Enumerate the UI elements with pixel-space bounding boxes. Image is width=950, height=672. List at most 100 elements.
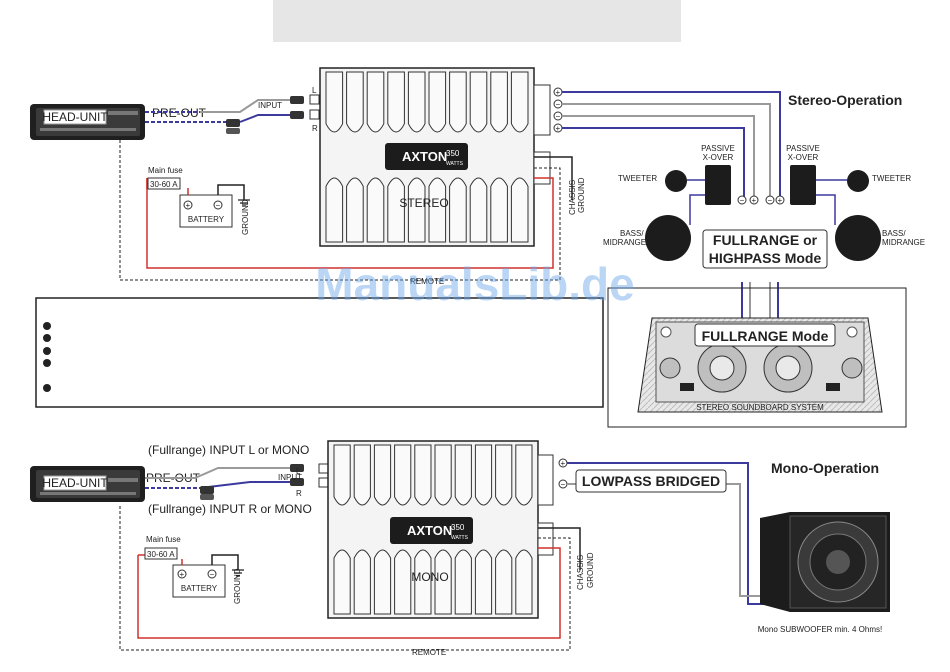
- heatsink-fin: [353, 444, 371, 506]
- stereo-fuse-rating: 30-60 A: [150, 180, 178, 189]
- woofer-right: [835, 215, 881, 261]
- heatsink-fin: [407, 71, 426, 133]
- mono-ground-label: GROUND: [233, 568, 242, 604]
- watermark: ManualsLib.de: [315, 258, 634, 310]
- passive-xover-left: − +: [705, 165, 759, 205]
- stereo-mode-line2: HIGHPASS Mode: [709, 250, 822, 266]
- heatsink-fin: [366, 177, 385, 243]
- passive-xover-left-l1: PASSIVE: [701, 144, 735, 153]
- mono-power-wiring: [119, 505, 581, 651]
- soundboard-frame: [607, 287, 907, 428]
- tweeter-right-label: TWEETER: [872, 174, 911, 183]
- heatsink-fin: [454, 549, 472, 615]
- woofer-right-label-l1: BASS/: [882, 229, 906, 238]
- heatsink-fin: [495, 444, 513, 506]
- svg-text:+: +: [556, 124, 561, 133]
- mono-brand-logo: AXTON: [407, 523, 452, 538]
- svg-text:−: −: [216, 201, 221, 210]
- mono-remote-label: REMOTE: [412, 648, 446, 657]
- mono-main-fuse: Main fuse: [146, 535, 181, 544]
- mono-battery: + −: [172, 554, 244, 598]
- soundboard-mode-label: FULLRANGE Mode: [702, 328, 829, 344]
- svg-text:+: +: [186, 201, 191, 210]
- svg-text:+: +: [556, 88, 561, 97]
- heatsink-fin: [333, 444, 351, 506]
- stereo-main-fuse: Main fuse: [148, 166, 183, 175]
- stereo-brand-unit: WATTS: [446, 161, 464, 167]
- svg-text:+: +: [180, 570, 185, 579]
- woofer-right-label-l2: MIDRANGE: [882, 238, 925, 247]
- mono-speaker-terminals: + −: [537, 454, 568, 556]
- heatsink-fin: [428, 177, 447, 243]
- svg-text:−: −: [556, 100, 561, 109]
- note-bullet: [43, 334, 51, 342]
- mono-ch-r: R: [296, 489, 302, 498]
- tweeter-left: [665, 170, 687, 192]
- heatsink-fin: [373, 549, 392, 615]
- heatsink-fin: [325, 71, 344, 133]
- svg-text:−: −: [561, 480, 566, 489]
- heatsink-fin: [490, 177, 508, 243]
- stereo-logo-plate: [385, 143, 468, 170]
- heatsink-fin: [346, 177, 364, 243]
- stereo-fuse: [147, 177, 181, 190]
- stereo-mode-box: [702, 229, 828, 269]
- heatsink-fin: [449, 177, 467, 243]
- stereo-ground-label: GROUND: [241, 199, 250, 235]
- tweeter-right: [847, 170, 869, 192]
- head-unit-label-box: [43, 109, 107, 125]
- stereo-pre-out-label: PRE-OUT: [152, 106, 207, 120]
- tweeter-left-label: TWEETER: [618, 174, 657, 183]
- heatsink-fin: [515, 549, 533, 615]
- heatsink-fin: [434, 549, 452, 615]
- mono-fuse: [144, 547, 178, 560]
- mono-amp-mode: MONO: [411, 570, 448, 584]
- stereo-ch-r: R: [312, 124, 318, 133]
- mono-chassis-ground: GROUND: [586, 552, 595, 588]
- heatsink-fin: [428, 71, 447, 133]
- heatsink-fin: [414, 444, 432, 506]
- sub-caption: Mono SUBWOOFER min. 4 Ohms!: [758, 625, 882, 634]
- note-bullet: [43, 359, 51, 367]
- notes-panel: [35, 297, 604, 408]
- heatsink-fin: [353, 549, 371, 615]
- stereo-title: Stereo-Operation: [788, 92, 902, 108]
- heatsink-fin: [510, 177, 529, 243]
- heatsink-fin: [490, 71, 508, 133]
- heatsink-fin: [434, 444, 452, 506]
- stereo-input-label: INPUT: [258, 101, 282, 110]
- stereo-remote-label: REMOTE: [410, 277, 444, 286]
- mono-title: Mono-Operation: [771, 460, 879, 476]
- mono-brand-unit: WATTS: [451, 535, 469, 541]
- heatsink-fin: [469, 71, 488, 133]
- bridge-label-box: [575, 469, 727, 493]
- svg-text:−: −: [210, 570, 215, 579]
- heatsink-fin: [414, 549, 432, 615]
- mono-battery-label: BATTERY: [181, 584, 218, 593]
- woofer-left-label-l2: MIDRANGE: [603, 238, 646, 247]
- stereo-rca-cables: [145, 96, 304, 134]
- svg-text:+: +: [752, 196, 757, 205]
- passive-xover-right-l2: X-OVER: [788, 153, 819, 162]
- soundboard-wires: [741, 282, 779, 318]
- mono-input-top: (Fullrange) INPUT L or MONO: [148, 443, 309, 457]
- note-bullet: [43, 384, 51, 392]
- stereo-battery: + −: [179, 184, 250, 228]
- stereo-mode-line1: FULLRANGE or: [713, 232, 818, 248]
- stereo-chassis: CHASSIS: [568, 180, 577, 215]
- stereo-brand-model: 350: [446, 149, 460, 158]
- stereo-amp-mode: STEREO: [399, 196, 448, 210]
- heatsink-fin: [325, 177, 344, 243]
- bridge-label: LOWPASS BRIDGED: [582, 473, 720, 489]
- heatsink-fin: [346, 71, 364, 133]
- svg-text:−: −: [768, 196, 773, 205]
- mono-input-bottom: (Fullrange) INPUT R or MONO: [148, 502, 312, 516]
- xover-speaker-wires: [687, 179, 847, 225]
- note-bullet: [43, 322, 51, 330]
- soundboard-mode-box: [694, 323, 836, 347]
- stereo-speaker-terminals: + − − +: [533, 84, 563, 185]
- mono-input-label: INPUT: [278, 473, 302, 482]
- mono-head-unit: HEAD-UNIT: [30, 466, 145, 502]
- stereo-ch-l: L: [312, 86, 317, 95]
